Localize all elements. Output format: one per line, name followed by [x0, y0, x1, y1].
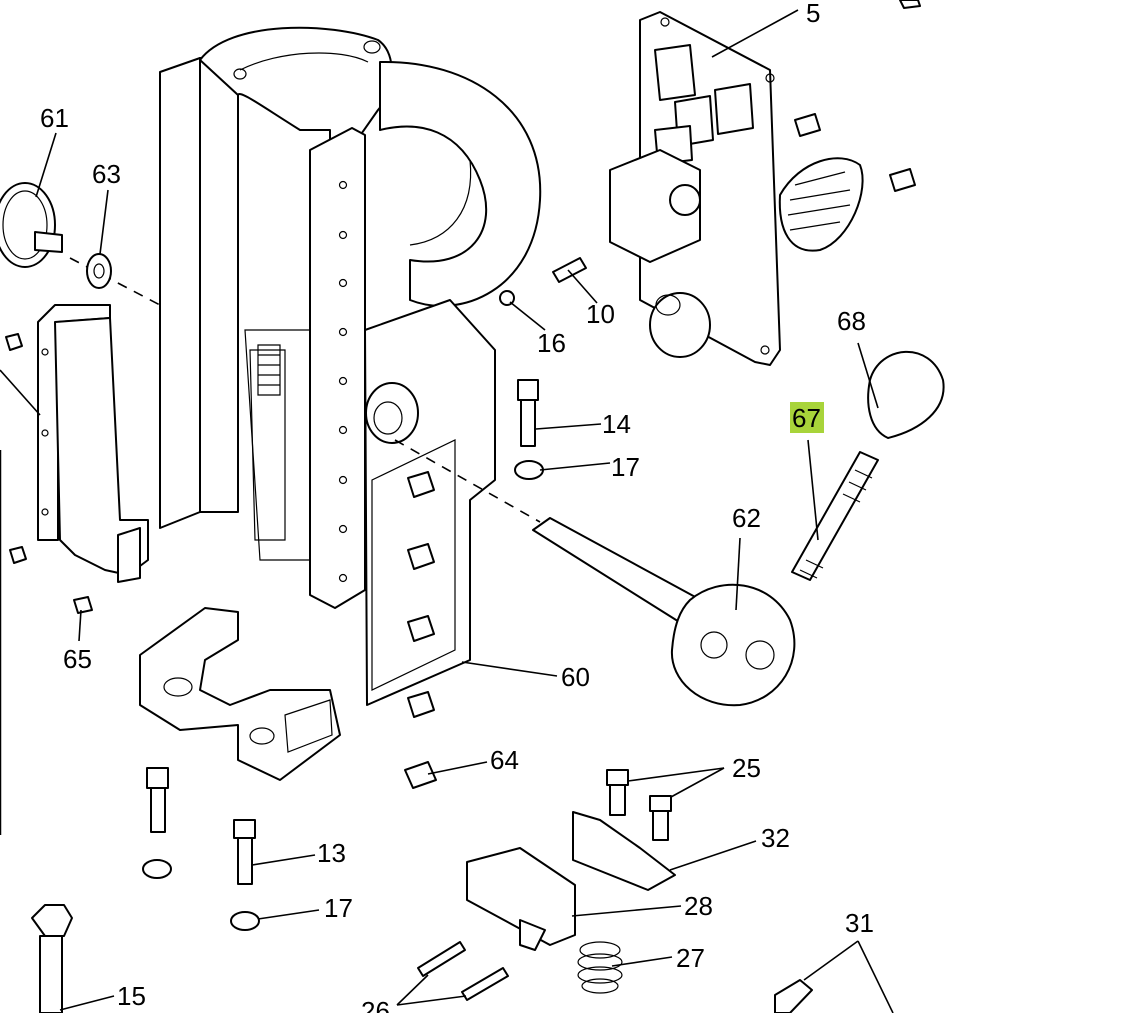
callout-61: 61	[40, 103, 69, 133]
side-bracket	[37, 304, 149, 583]
screws-25	[606, 769, 672, 841]
screw-65	[73, 596, 93, 614]
housing-frame	[139, 26, 542, 781]
bolt-13	[233, 819, 256, 885]
screw-left-upper	[5, 333, 23, 351]
axis-line-knob	[69, 257, 161, 306]
bolt-left	[146, 767, 169, 833]
bolt-14	[517, 379, 539, 447]
callout-27: 27	[676, 943, 705, 973]
bolt-15	[31, 904, 73, 1013]
callout-16: 16	[537, 328, 566, 358]
screw-board-2	[889, 168, 916, 192]
callout-68: 68	[837, 306, 866, 336]
callout-15: 15	[117, 981, 146, 1011]
callout-60: 60	[561, 662, 590, 692]
bracket-32	[572, 811, 676, 891]
screw-board-1	[794, 113, 821, 137]
callout-62: 62	[732, 503, 761, 533]
callout-10: 10	[586, 299, 615, 329]
callout-64: 64	[490, 745, 519, 775]
callout-32: 32	[761, 823, 790, 853]
callout-26: 26	[361, 996, 390, 1013]
switch-28	[466, 847, 576, 951]
callout-25: 25	[732, 753, 761, 783]
axis-line-shaft	[394, 439, 541, 523]
callout-31: 31	[845, 908, 874, 938]
screw-26-b	[461, 967, 509, 1001]
callout-67: 67	[792, 403, 821, 433]
screw-10	[552, 257, 587, 283]
circuit-board-5	[609, 11, 864, 366]
threaded-stud-67	[791, 451, 879, 581]
washer-17-lower	[230, 911, 260, 931]
washer-17-upper	[514, 460, 544, 480]
highlight-67	[790, 402, 824, 433]
screw-board-top	[899, 0, 921, 9]
callout-65: 65	[63, 644, 92, 674]
callout-13: 13	[317, 838, 346, 868]
callout-63: 63	[92, 159, 121, 189]
callout-14: 14	[602, 409, 631, 439]
washer-left	[142, 859, 172, 879]
shaft-hub-62	[532, 517, 796, 707]
leader-lines	[35, 9, 894, 1013]
callout-28: 28	[684, 891, 713, 921]
washer-63	[86, 253, 112, 289]
callout-17-upper: 17	[611, 452, 640, 482]
callout-5: 5	[806, 0, 820, 28]
ball-knob-68	[867, 350, 945, 439]
spring-27	[577, 941, 623, 994]
callout-17-lower: 17	[324, 893, 353, 923]
knob-61	[0, 182, 63, 268]
screw-left-lower	[9, 546, 27, 564]
stud-64	[404, 761, 437, 789]
screw-26-a	[417, 941, 466, 977]
mounting-studs	[407, 471, 435, 718]
screws-31	[774, 979, 813, 1013]
